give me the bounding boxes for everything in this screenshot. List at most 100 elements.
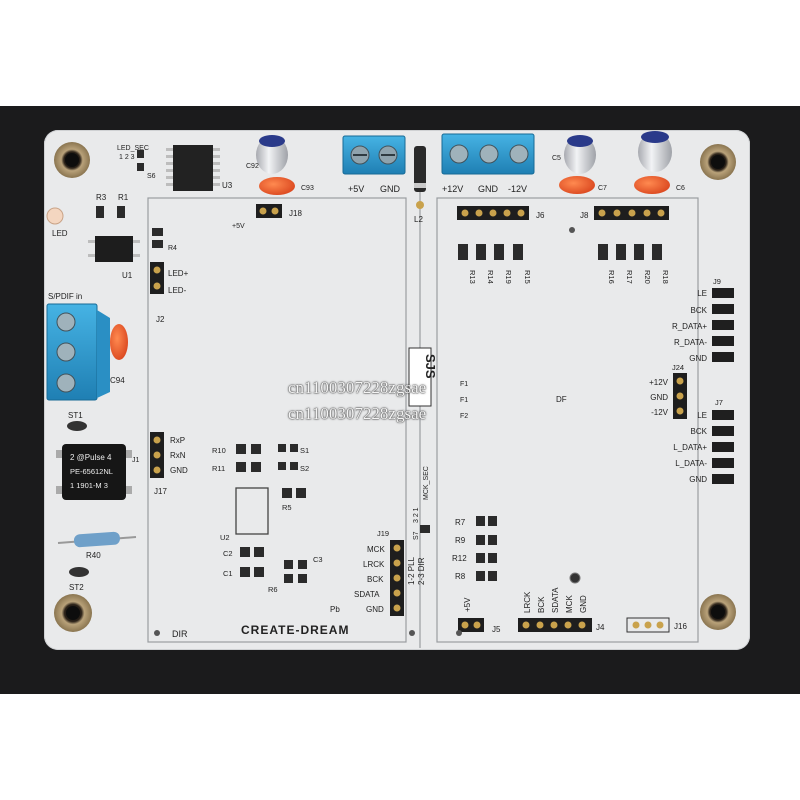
label-dir-sel: 2-3 DIR <box>417 557 426 585</box>
resistor-r40 <box>57 531 137 548</box>
j10-label-5v: +5V <box>348 184 364 194</box>
label-j5: J5 <box>492 625 501 634</box>
label-j9: J9 <box>713 277 721 286</box>
label-rxp: RxP <box>170 436 185 445</box>
label-led-plus: LED+ <box>168 269 189 278</box>
j7-pin-bck: BCK <box>691 427 708 436</box>
label-r6: R6 <box>268 585 278 594</box>
label-r7: R7 <box>455 518 466 527</box>
dac-resistor-pads <box>458 244 662 260</box>
label-s6: S6 <box>147 173 156 180</box>
label-r11: R11 <box>212 464 225 473</box>
capacitor-c6 <box>638 131 672 172</box>
label-j17: J17 <box>154 487 167 496</box>
j7-pin-ldata-m: L_DATA- <box>675 459 707 468</box>
mounting-hole-bl <box>54 594 92 632</box>
j9-pin-gnd: GND <box>689 354 707 363</box>
label-r14: R14 <box>486 270 495 284</box>
mounting-hole-tr <box>700 144 736 180</box>
label-r5: R5 <box>282 503 292 512</box>
label-led: LED <box>52 229 68 238</box>
label-j8: J8 <box>580 211 589 220</box>
label-r9: R9 <box>455 536 466 545</box>
label-r18: R18 <box>661 270 670 284</box>
header-j5 <box>458 618 484 632</box>
label-s1: S1 <box>300 446 309 455</box>
label-j19: J19 <box>377 529 389 538</box>
j9-pin-rdata-p: R_DATA+ <box>672 322 707 331</box>
label-st1: ST1 <box>68 411 83 420</box>
mounting-hole-tl <box>54 142 90 178</box>
label-c5: C5 <box>552 155 561 162</box>
j24-pin-12v: +12V <box>649 378 669 387</box>
label-r12: R12 <box>452 554 467 563</box>
header-j19 <box>390 540 404 616</box>
led <box>46 207 64 225</box>
j9-pin-bck: BCK <box>691 306 708 315</box>
label-dir: DIR <box>172 629 188 639</box>
j19-pin-bck: BCK <box>367 575 384 584</box>
label-r20: R20 <box>643 270 652 284</box>
label-j16: J16 <box>674 622 687 631</box>
terminal-block-spdif <box>46 303 110 401</box>
ceramic-cap-c6b <box>634 176 670 194</box>
label-r19: R19 <box>504 270 513 284</box>
header-j8 <box>594 206 669 220</box>
label-f1a: F1 <box>460 381 468 388</box>
label-c94: C94 <box>110 376 125 385</box>
diode <box>414 146 426 209</box>
label-j6: J6 <box>536 211 545 220</box>
label-c1: C1 <box>223 569 233 578</box>
ceramic-cap-c93 <box>259 177 295 195</box>
header-j4 <box>518 618 592 632</box>
j4-pin-mck: MCK <box>565 595 574 613</box>
j24-pin-gnd: GND <box>650 393 668 402</box>
label-u3: U3 <box>222 181 233 190</box>
pulse-line-1: 2 @Pulse 4 <box>70 453 112 462</box>
white-band-bottom <box>0 694 800 800</box>
j3-label-gnd: GND <box>478 184 499 194</box>
j3-label-12v: +12V <box>442 184 463 194</box>
label-f2: F2 <box>460 413 468 420</box>
header-j16 <box>626 617 670 633</box>
label-c92: C92 <box>246 163 259 170</box>
label-c3: C3 <box>313 555 323 564</box>
header-j17 <box>150 432 164 478</box>
label-r8: R8 <box>455 572 466 581</box>
board-title: CREATE-DREAM <box>241 623 349 637</box>
dac-section-outline <box>436 197 699 643</box>
label-j24: J24 <box>672 363 684 372</box>
label-f1b: F1 <box>460 397 468 404</box>
label-j5-5v: +5V <box>463 597 472 612</box>
smd-pads <box>96 150 497 583</box>
logo-box <box>408 347 432 407</box>
j9-pin-rdata-m: R_DATA- <box>674 338 707 347</box>
label-r40: R40 <box>86 551 101 560</box>
label-r16: R16 <box>607 270 616 284</box>
ic-u1 <box>88 236 140 262</box>
mounting-hole-br <box>700 594 736 630</box>
label-df: DF <box>556 395 567 404</box>
label-s7-nums: 3 2 1 <box>413 507 420 523</box>
j19-pin-lrck: LRCK <box>363 560 385 569</box>
label-led-sec: LED_SEC <box>117 145 149 152</box>
test-point-st2 <box>69 567 89 577</box>
j4-pin-sdata: SDATA <box>551 587 560 613</box>
edge-pads-j7 <box>712 410 734 484</box>
j4-pin-gnd: GND <box>579 595 588 613</box>
j4-pin-bck: BCK <box>537 596 546 613</box>
label-st2: ST2 <box>69 583 84 592</box>
test-point-st1 <box>67 421 87 431</box>
label-led-minus: LED- <box>168 286 187 295</box>
pulse-transformer <box>56 444 132 500</box>
label-c93: C93 <box>301 185 314 192</box>
dir-section-outline <box>147 197 407 643</box>
label-mck-sec: MCK_SEC <box>423 466 430 500</box>
label-r17: R17 <box>625 270 634 284</box>
label-rx-gnd: GND <box>170 466 188 475</box>
j9-pin-le: LE <box>697 289 707 298</box>
watermark-line-2: cn1100307228zgsae <box>288 404 427 423</box>
label-s7: S7 <box>413 531 420 540</box>
